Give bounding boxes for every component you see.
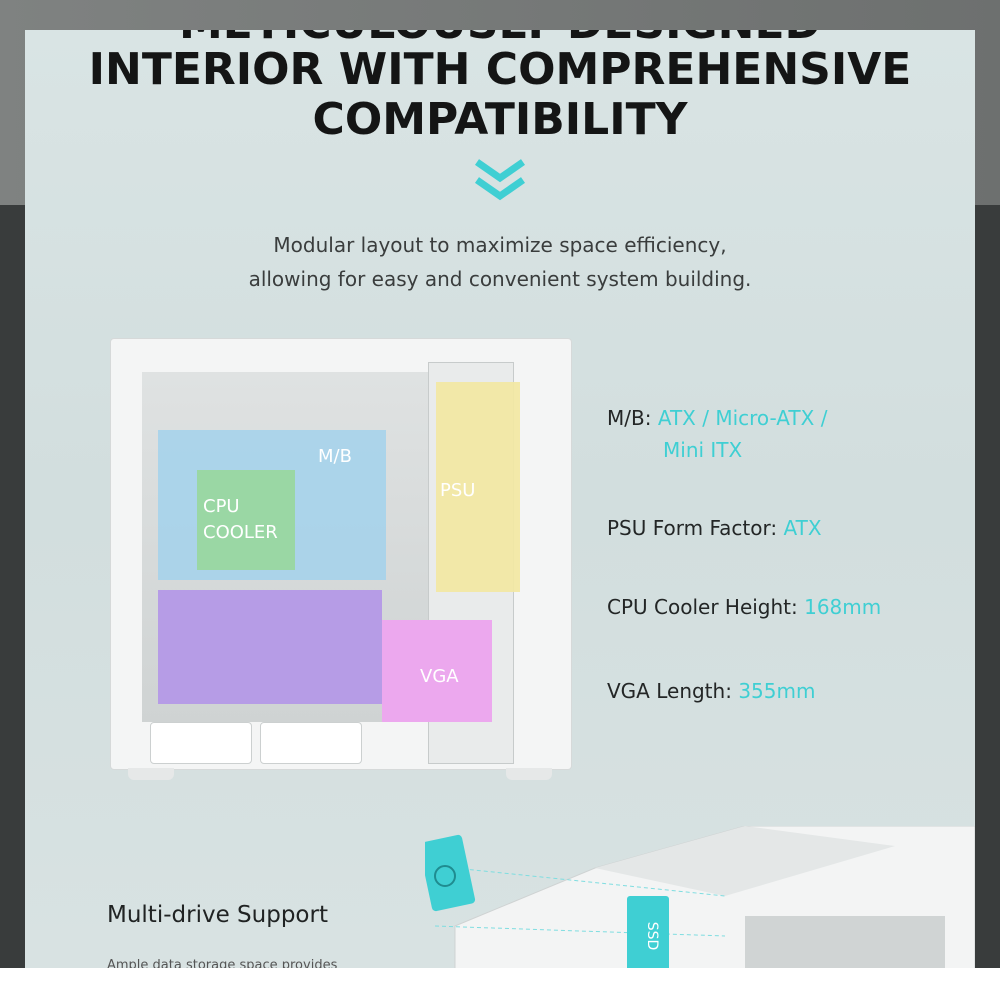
psu-zone-label: PSU	[440, 480, 476, 501]
double-chevron-down-icon	[475, 159, 525, 201]
vga-zone-label: VGA	[420, 666, 459, 687]
spec-psu-label: PSU Form Factor:	[607, 516, 784, 540]
bottom-fan	[260, 722, 362, 764]
headline-line1: INTERIOR WITH COMPREHENSIVE	[88, 44, 912, 95]
spec-mb-value-line2: Mini ITX	[663, 438, 743, 462]
vga-zone-extension	[382, 620, 492, 722]
spec-psu: PSU Form Factor: ATX	[607, 512, 822, 544]
case-drive-illustration: SSD	[425, 826, 975, 968]
case-interior-illustration: M/B CPU COOLER PSU VGA	[110, 338, 572, 780]
cpu-label-line1: CPU	[203, 496, 240, 517]
spec-cpu-value: 168mm	[804, 595, 882, 619]
ssd-label: SSD	[644, 922, 660, 951]
spec-mb-value: ATX / Micro-ATX /	[657, 406, 828, 430]
content-panel: METICULOUSLY DESIGNED INTERIOR WITH COMP…	[25, 30, 975, 968]
psu-zone	[436, 382, 520, 592]
spec-cpu-label: CPU Cooler Height:	[607, 595, 805, 619]
cpu-cooler-label: CPU COOLER	[203, 494, 278, 546]
case-foot	[506, 768, 552, 780]
intro-line2: allowing for easy and convenient system …	[248, 267, 752, 291]
headline-partial: METICULOUSLY DESIGNED	[25, 30, 975, 50]
intro-text: Modular layout to maximize space efficie…	[25, 228, 975, 296]
spec-cpu-cooler: CPU Cooler Height: 168mm	[607, 591, 881, 623]
headline-line2: COMPATIBILITY	[312, 94, 688, 145]
spec-vga-value: 355mm	[738, 679, 816, 703]
spec-vga: VGA Length: 355mm	[607, 675, 815, 707]
bottom-fan	[150, 722, 252, 764]
intro-line1: Modular layout to maximize space efficie…	[273, 233, 727, 257]
cpu-label-line2: COOLER	[203, 522, 278, 543]
multi-drive-subtitle: Ample data storage space provides	[107, 958, 338, 968]
spec-vga-label: VGA Length:	[607, 679, 739, 703]
spec-mb-label: M/B:	[607, 406, 658, 430]
multi-drive-title: Multi-drive Support	[107, 902, 328, 928]
mb-zone-label: M/B	[318, 446, 352, 467]
case-foot	[128, 768, 174, 780]
vga-zone	[158, 590, 382, 704]
cpu-cooler-zone	[197, 470, 295, 570]
background-bottom-strip	[0, 968, 1000, 1000]
spec-psu-value: ATX	[783, 516, 822, 540]
spec-mb: M/B: ATX / Micro-ATX / Mini ITX	[607, 402, 827, 466]
